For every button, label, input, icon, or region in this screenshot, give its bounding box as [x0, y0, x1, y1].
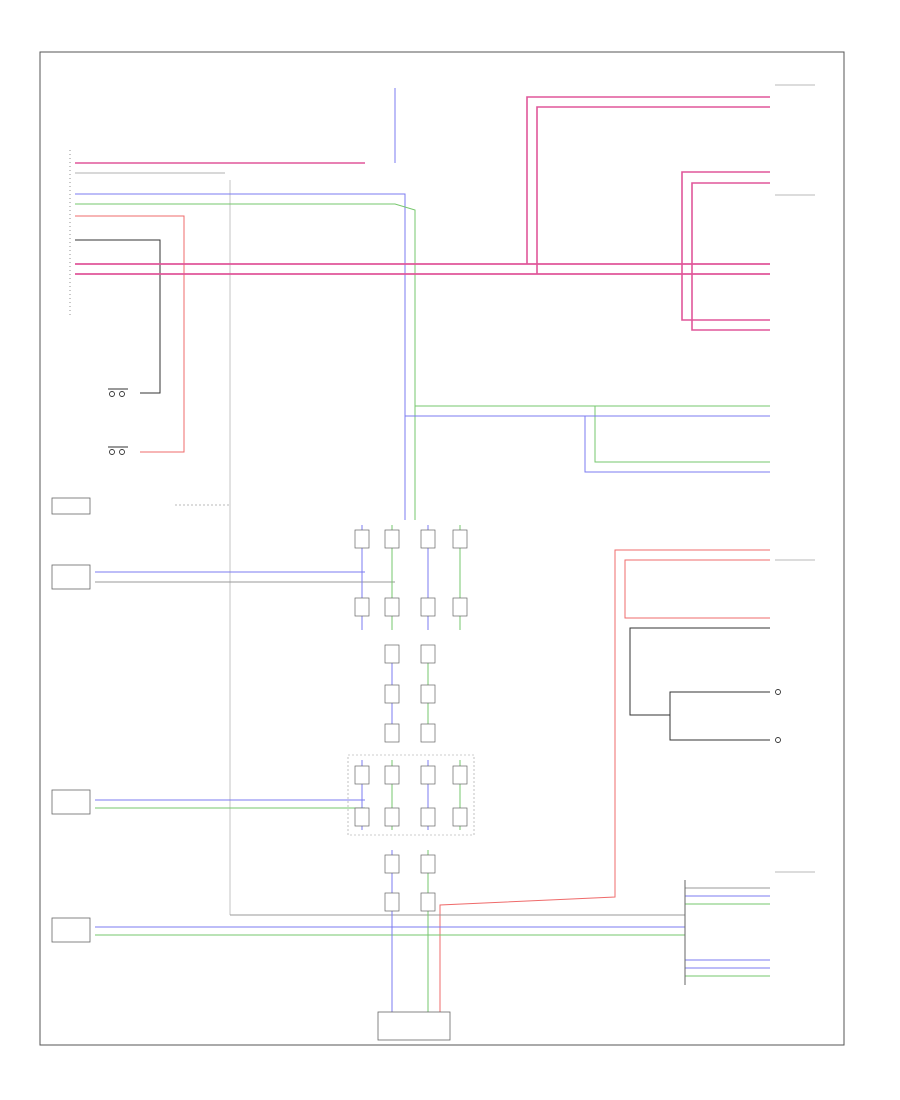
connector-blocks	[354, 529, 468, 912]
blue-branch-right	[405, 415, 770, 473]
left-modules	[51, 497, 91, 943]
right-terminals	[775, 84, 815, 873]
main-pink-bus	[75, 263, 770, 275]
pink-branch-top	[526, 96, 770, 274]
connector-column-wires	[361, 525, 461, 1015]
diagram-frame	[39, 51, 845, 1046]
switches	[108, 388, 781, 743]
left-module-2-wires	[95, 799, 365, 809]
bottom-module	[377, 1011, 451, 1041]
black-branch-right	[629, 627, 770, 741]
junction-box	[347, 754, 475, 836]
green-branch-right	[415, 405, 770, 463]
left-module-1-wires	[95, 571, 395, 583]
green-wire-1	[75, 203, 416, 520]
pink-branch-mid	[681, 171, 770, 331]
right-bottom-wires	[684, 880, 770, 985]
red-wire-1	[75, 215, 185, 453]
black-wire-1	[75, 239, 161, 394]
left-module-3-wires	[95, 914, 685, 936]
red-branch-right	[439, 549, 770, 1015]
blue-wire-1	[75, 88, 406, 520]
